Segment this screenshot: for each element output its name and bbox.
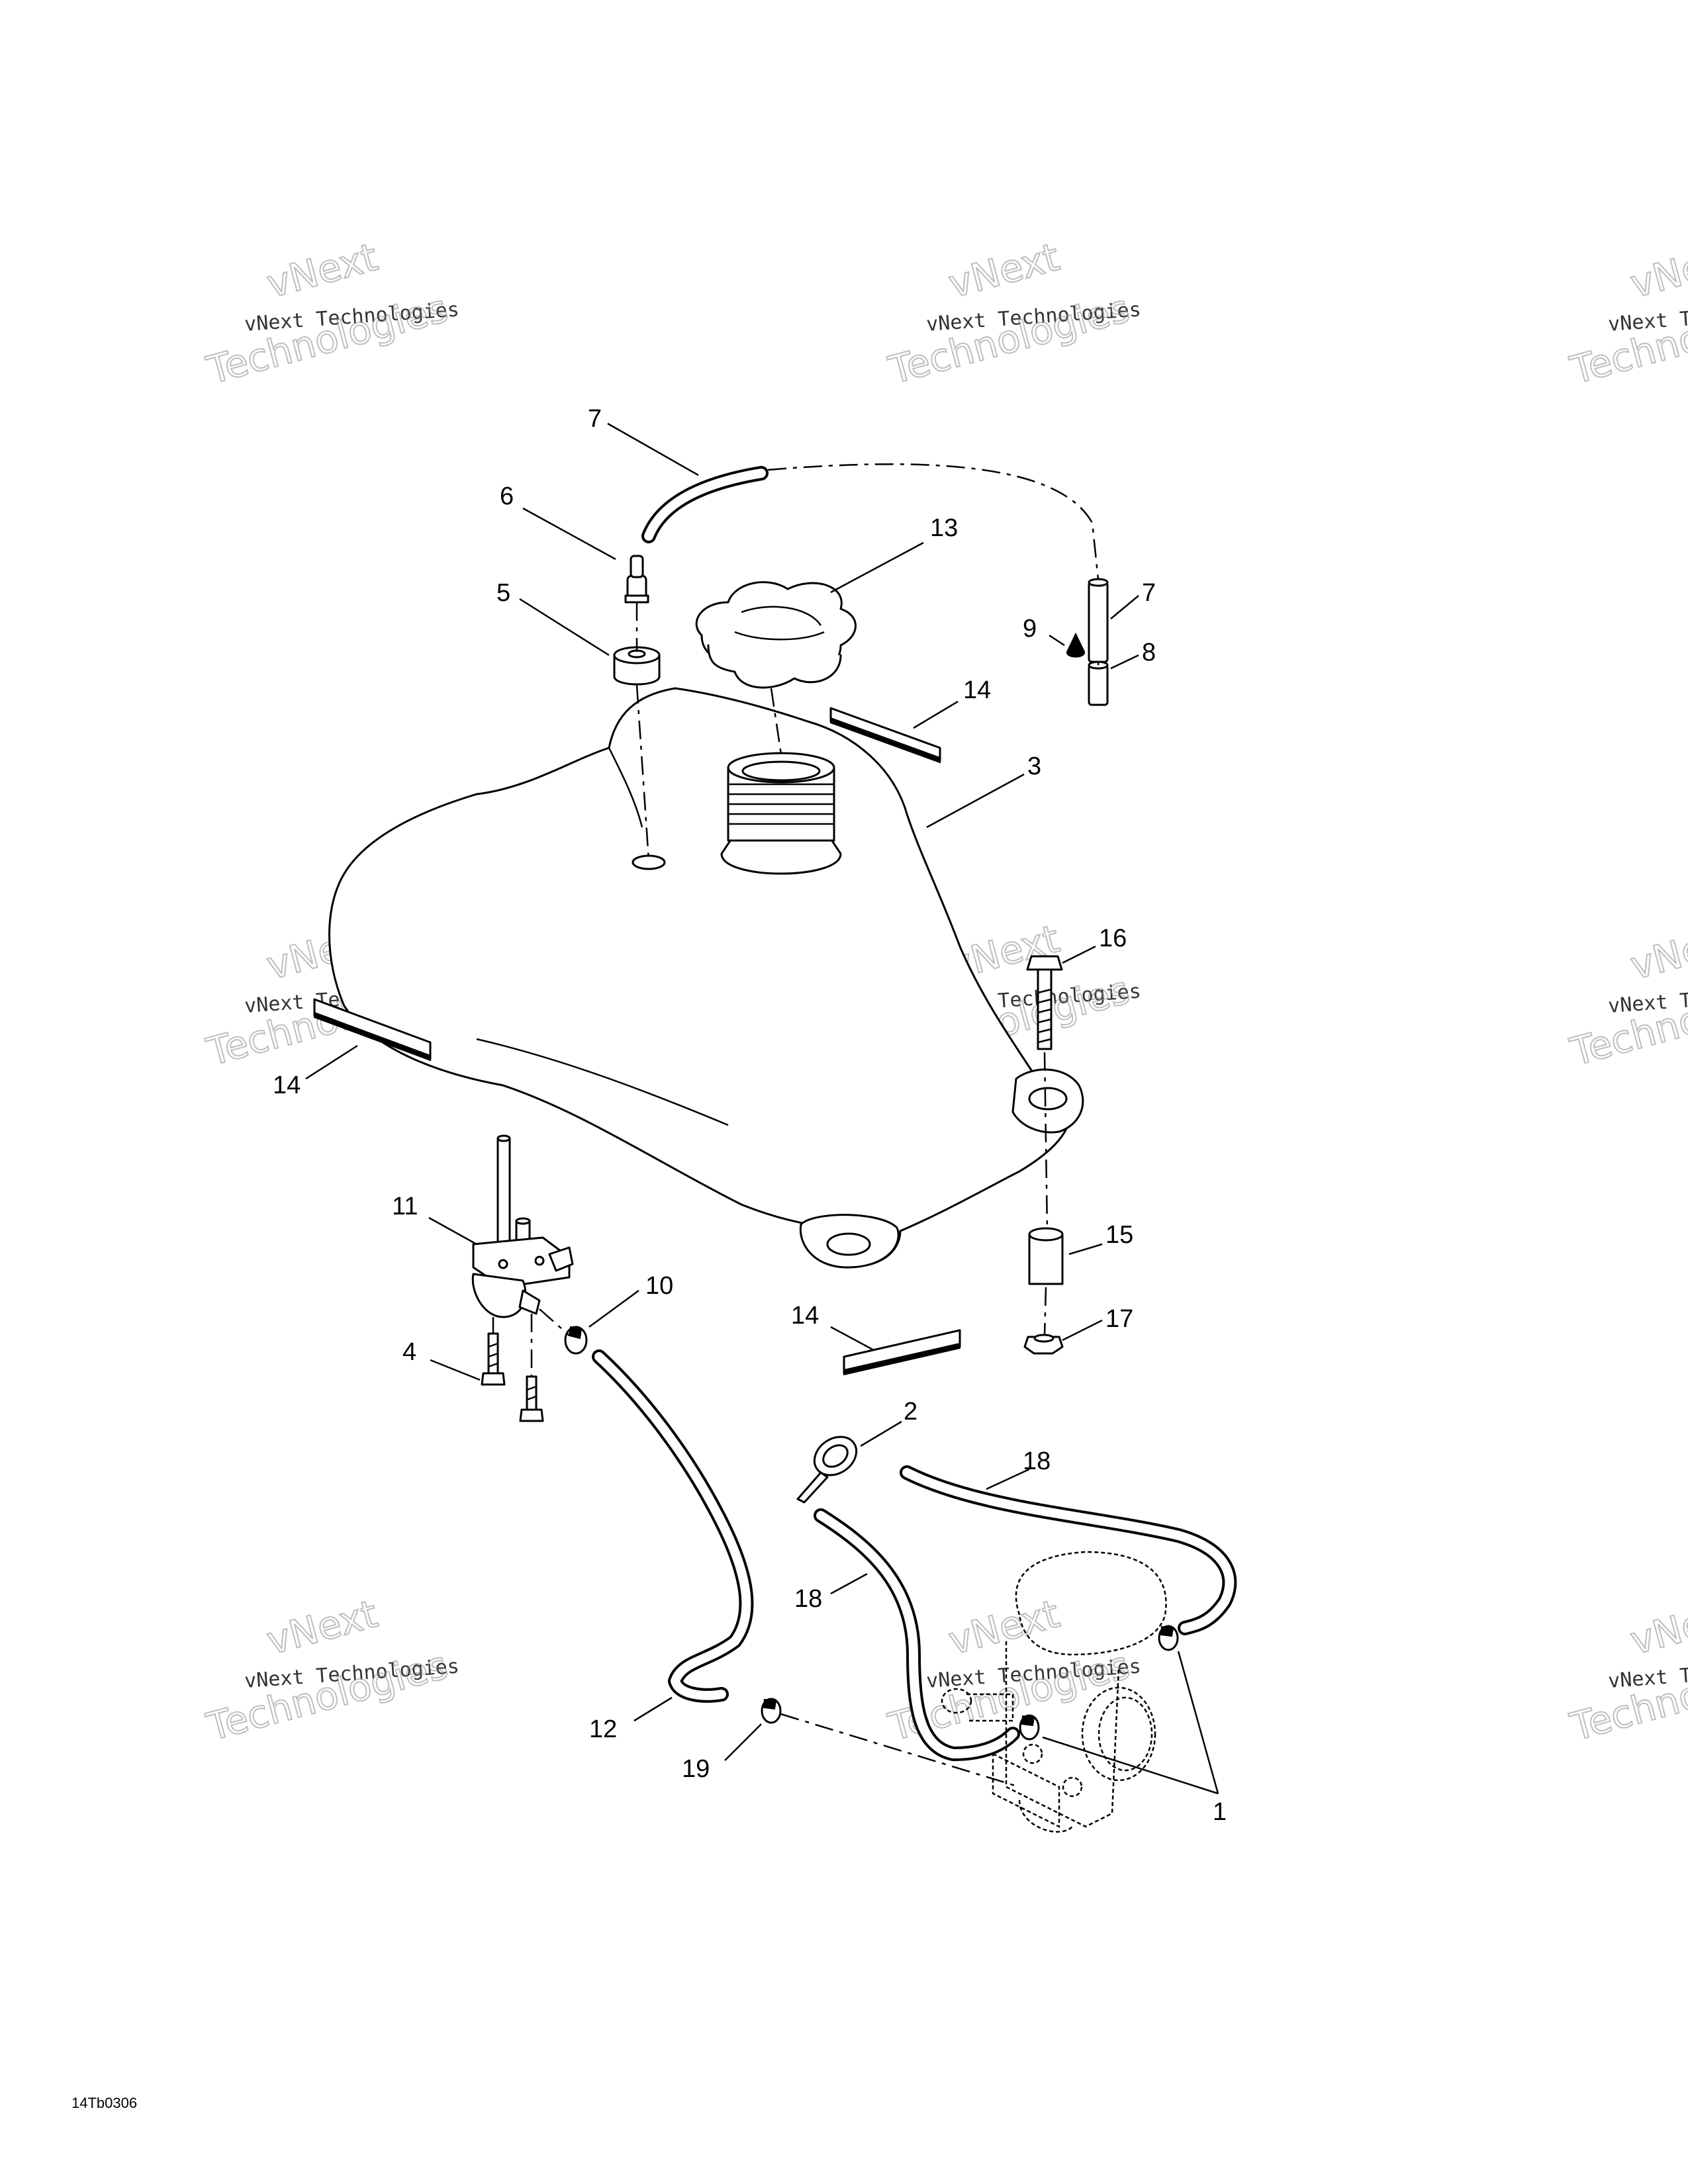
callout-16: 16	[1099, 925, 1127, 952]
callout-17: 17	[1105, 1305, 1133, 1333]
callout-18: 18	[794, 1585, 822, 1613]
svg-text:Technologies: Technologies	[1566, 285, 1688, 392]
callout-8: 8	[1142, 639, 1156, 666]
vent-hose-18-lower	[814, 1508, 1020, 1761]
svg-text:vNext: vNext	[1626, 1591, 1688, 1664]
callout-11: 11	[392, 1193, 418, 1220]
watermark: vNext vNext Technologies Technologies	[201, 1590, 460, 1751]
svg-text:Technologies: Technologies	[1566, 967, 1688, 1074]
callout-7: 7	[588, 405, 602, 433]
svg-text:vNext: vNext	[262, 1591, 382, 1664]
screw-4b	[519, 1375, 544, 1422]
assembly-lines	[492, 463, 1100, 1788]
svg-text:vNext: vNext	[944, 234, 1064, 307]
callout-4: 4	[402, 1338, 416, 1366]
cable-tie-2	[796, 1435, 858, 1504]
watermark: vNext vNext Technologies Technologies	[1565, 915, 1688, 1075]
callout-1: 1	[1213, 1798, 1227, 1826]
callout-18: 18	[1023, 1447, 1051, 1475]
tank-seam	[476, 1038, 729, 1126]
svg-text:Technologies: Technologies	[884, 285, 1134, 392]
svg-text:vNext: vNext	[262, 234, 382, 307]
svg-text:Technologies: Technologies	[202, 285, 452, 392]
vent-filter-9	[1066, 632, 1085, 658]
watermark: vNext vNext Technologies Technologies	[201, 234, 460, 394]
tank-hump-seam	[608, 747, 643, 828]
figure-code: 14Tb0306	[71, 2095, 137, 2111]
svg-text:vNext: vNext	[1626, 234, 1688, 307]
callout-14: 14	[791, 1302, 819, 1330]
watermark: vNext vNext Technologies Technologies	[883, 234, 1142, 394]
nut-17	[1023, 1334, 1064, 1355]
check-valve-6	[624, 555, 649, 604]
grommet-5	[613, 646, 661, 686]
pad-14-left	[313, 998, 432, 1062]
tank-vent-hole	[632, 854, 666, 870]
carburetor	[941, 1551, 1167, 1833]
fuel-tank	[328, 687, 1084, 1269]
fuel-cap	[695, 581, 857, 689]
vent-hose-18-upper	[900, 1465, 1237, 1635]
fuel-hose-12	[592, 1349, 754, 1703]
vent-hose-7-right	[1088, 578, 1109, 663]
pad-14-top	[829, 707, 941, 764]
clamp-1b	[1019, 1714, 1040, 1741]
clamp-10	[564, 1326, 588, 1355]
svg-text:vNext: vNext	[1626, 916, 1688, 989]
tank-mount-hole-right	[1028, 1087, 1068, 1111]
callout-9: 9	[1023, 615, 1037, 643]
screw-4a	[481, 1332, 506, 1386]
tank-mount-hole-bottom	[826, 1232, 871, 1256]
bolt-16	[1026, 955, 1063, 1050]
leader-lines	[305, 422, 1219, 1795]
callout-12: 12	[589, 1715, 617, 1743]
spacer-15	[1028, 1227, 1064, 1285]
callout-10: 10	[645, 1272, 673, 1300]
filler-neck	[720, 752, 842, 875]
callout-14: 14	[273, 1071, 301, 1099]
callout-3: 3	[1027, 752, 1041, 780]
watermark: vNext vNext Technologies Technologies	[1565, 1590, 1688, 1751]
svg-text:vNext: vNext	[944, 1591, 1064, 1664]
callouts: 7 6 5 13 7 9 8 14 3 16 14 11 10 4 14 15 …	[273, 405, 1227, 1826]
fuel-valve-11	[471, 1134, 574, 1318]
vent-hose-7-upper	[641, 466, 769, 543]
vent-hose-8	[1088, 660, 1109, 706]
watermark: vNext vNext Technologies Technologies	[1565, 234, 1688, 394]
clamp-1a	[1158, 1625, 1179, 1651]
callout-15: 15	[1105, 1221, 1133, 1249]
callout-6: 6	[500, 482, 514, 510]
svg-text:Technologies: Technologies	[1566, 1642, 1688, 1749]
callout-13: 13	[930, 514, 958, 542]
callout-5: 5	[496, 579, 510, 607]
pad-14-bottom	[843, 1329, 961, 1376]
callout-2: 2	[904, 1398, 917, 1426]
clamp-19	[761, 1698, 782, 1724]
callout-19: 19	[682, 1755, 710, 1783]
callout-14: 14	[963, 676, 991, 704]
svg-text:Technologies: Technologies	[202, 1642, 452, 1749]
callout-7: 7	[1142, 579, 1156, 607]
